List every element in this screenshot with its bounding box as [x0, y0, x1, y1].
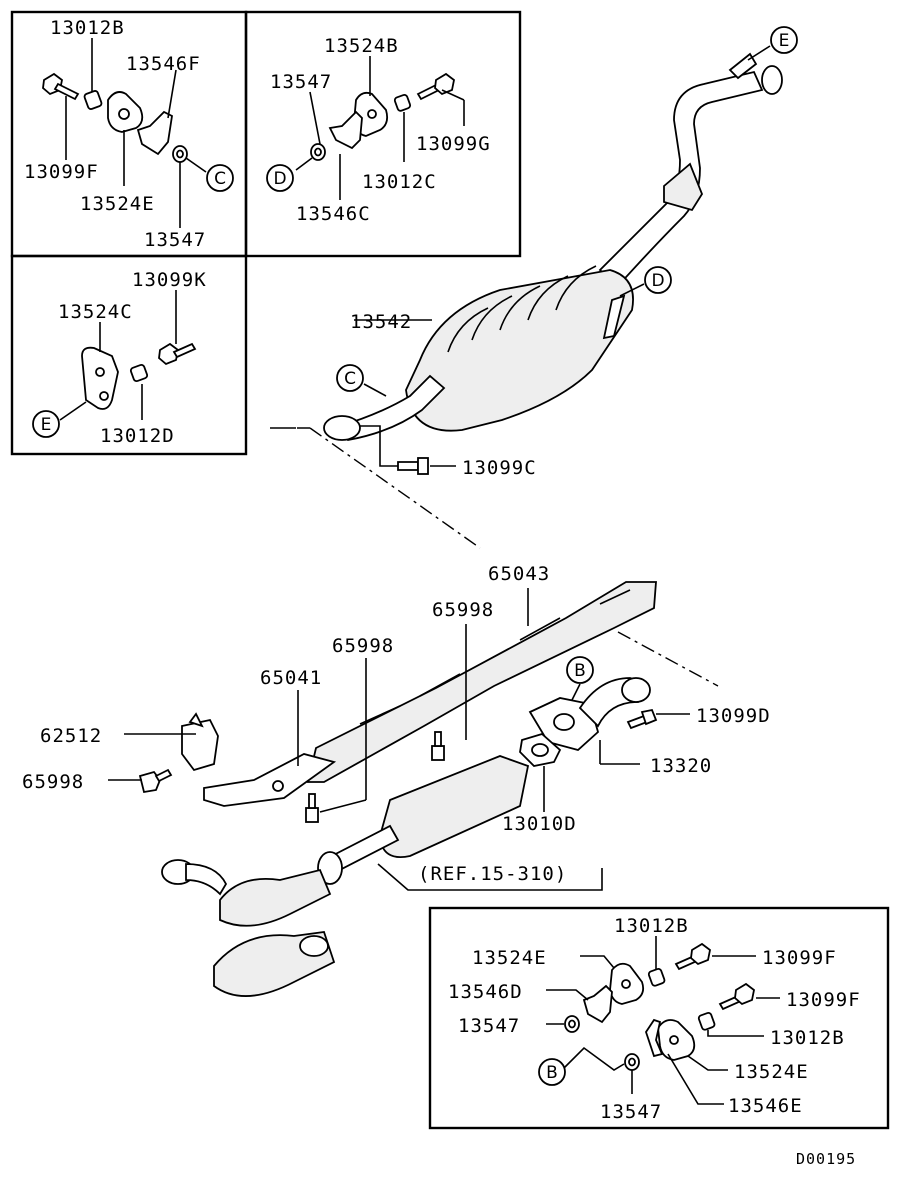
label-13547-a: 13547: [144, 229, 206, 251]
label-65998-c: 65998: [22, 771, 84, 793]
marker-C-2-text: C: [344, 369, 356, 389]
label-13547-d: 13547: [600, 1101, 662, 1123]
detail-box-top-left: [10, 10, 522, 456]
label-13010D: 13010D: [502, 813, 577, 835]
insulator-hole-b: [367, 109, 377, 119]
marker-B-1-text: B: [574, 661, 586, 681]
label-65041: 65041: [260, 667, 322, 689]
label-13099F-b: 13099F: [762, 947, 837, 969]
marker-E-2: [770, 26, 798, 54]
bolt-13099C: [397, 461, 419, 471]
bracket-62512: [181, 712, 219, 772]
marker-C-1-text: C: [214, 169, 226, 189]
label-65998-b: 65998: [332, 635, 394, 657]
label-13012B-b: 13012B: [614, 915, 689, 937]
insulator-hole: [118, 108, 130, 120]
label-13012C: 13012C: [362, 171, 437, 193]
label-13099C: 13099C: [462, 457, 537, 479]
bolt-13099F-b: [674, 942, 711, 971]
label-13524E-a: 13524E: [80, 193, 155, 215]
bolt-13099K: [158, 342, 197, 366]
front-pipe-catalytic-converter: [161, 755, 530, 997]
heat-protector-65041: [203, 753, 337, 807]
heat-protector-65043: [306, 581, 657, 783]
marker-B-2: [538, 1058, 566, 1086]
bolt-13099F: [42, 72, 80, 101]
label-13524E-c: 13524E: [734, 1061, 809, 1083]
label-62512: 62512: [40, 725, 102, 747]
label-65998-a: 65998: [432, 599, 494, 621]
label-13099K: 13099K: [132, 269, 207, 291]
bolt-65998-a: [305, 793, 319, 823]
drawing-code: D00195: [796, 1150, 856, 1168]
marker-E-2-text: E: [779, 31, 790, 51]
marker-D-2-text: D: [651, 271, 664, 291]
label-13099F-c: 13099F: [786, 989, 861, 1011]
label-13099D: 13099D: [696, 705, 771, 727]
label-13099G: 13099G: [416, 133, 491, 155]
bolt-65998-b: [431, 731, 445, 761]
collar-13012C: [393, 93, 412, 112]
marker-C-1: [206, 164, 234, 192]
label-13099F-a: 13099F: [24, 161, 99, 183]
detail-box-bottom-right: [428, 906, 890, 1130]
label-13524E-b: 13524E: [472, 947, 547, 969]
bolt-13099G: [416, 72, 455, 101]
label-13012D: 13012D: [100, 425, 175, 447]
marker-B-1: [566, 656, 594, 684]
label-13546D: 13546D: [448, 981, 523, 1003]
label-13524C: 13524C: [58, 301, 133, 323]
bolt-65998-c: [138, 768, 173, 794]
marker-D-1: [266, 164, 294, 192]
marker-E-1-text: E: [41, 415, 52, 435]
label-13524B: 13524B: [324, 35, 399, 57]
collar-13012B-c: [697, 1011, 716, 1031]
bracket-13546D: [582, 984, 613, 1024]
label-13546F: 13546F: [126, 53, 201, 75]
marker-D-2: [644, 266, 672, 294]
marker-D-1-text: D: [273, 169, 286, 189]
label-ref-15-310: (REF.15-310): [418, 863, 567, 885]
marker-C-2: [336, 364, 364, 392]
label-13546E: 13546E: [728, 1095, 803, 1117]
main-muffler-13542: [323, 52, 783, 441]
label-13012B-c: 13012B: [770, 1027, 845, 1049]
bolt-13099D: [626, 708, 658, 730]
center-pipe-13320: [528, 677, 651, 751]
marker-E-1: [32, 410, 60, 438]
label-13547-b: 13547: [270, 71, 332, 93]
label-13547-c: 13547: [458, 1015, 520, 1037]
bracket-13546C: [328, 110, 363, 150]
marker-B-2-text: B: [546, 1063, 558, 1083]
bolt-13099F-c: [718, 982, 755, 1011]
label-13546C: 13546C: [296, 203, 371, 225]
label-13012B-a: 13012B: [50, 17, 125, 39]
bracket-13524C: [81, 346, 119, 410]
collar-13012B: [83, 90, 103, 110]
collar-13012D: [129, 363, 149, 383]
gasket-13010D: [519, 732, 562, 767]
label-13542: 13542: [350, 311, 412, 333]
collar-13012B-b: [647, 967, 666, 987]
label-65043: 65043: [488, 563, 550, 585]
label-13320: 13320: [650, 755, 712, 777]
bracket-13546E: [645, 1018, 664, 1058]
bracket-13546F: [136, 110, 173, 156]
